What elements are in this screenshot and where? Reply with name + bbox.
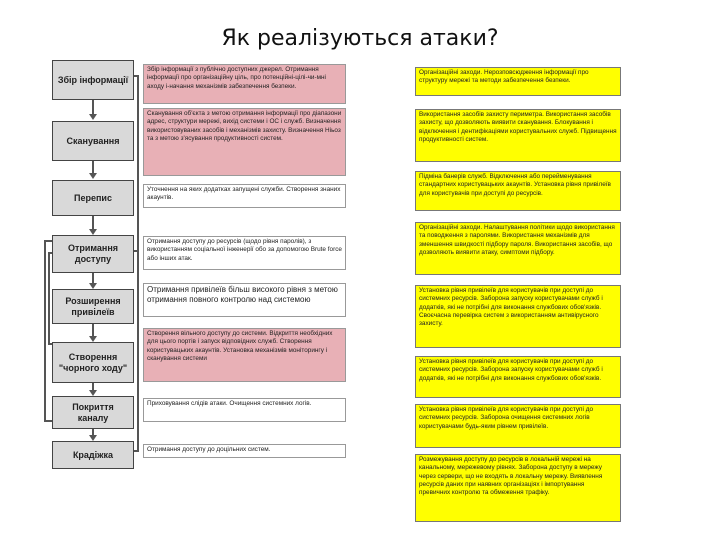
- stage-information-gathering: Збір інформації: [52, 60, 134, 100]
- countermeasure-enumeration: Підміна банерів служб. Відключення або п…: [415, 171, 621, 211]
- stage-gaining-access: Отримання доступу: [52, 235, 134, 273]
- feedback-line: [134, 450, 139, 452]
- feedback-line: [134, 250, 138, 252]
- arrow-down-icon: [89, 283, 97, 289]
- description-privilege-escalation: Отримання привілеїв більш високого рівня…: [143, 283, 346, 317]
- loop-line: [48, 252, 50, 344]
- connector-line: [92, 382, 94, 391]
- countermeasure-scanning: Використання засобів захисту периметра. …: [415, 109, 621, 162]
- stage-covering-tracks: Покриття каналу: [52, 396, 134, 429]
- stage-enumeration: Перепис: [52, 180, 134, 216]
- stage-privilege-escalation: Розширення привілеїв: [52, 289, 134, 324]
- stage-scanning: Сканування: [52, 121, 134, 161]
- countermeasure-backdoor-creation: Установка рівня привілеїв для користувач…: [415, 356, 621, 398]
- arrow-down-icon: [89, 336, 97, 342]
- countermeasure-information-gathering: Організаційні заходи. Нерозповсюдження і…: [415, 67, 621, 96]
- feedback-line: [137, 75, 139, 450]
- loop-line: [44, 240, 52, 242]
- connector-line: [92, 160, 94, 174]
- arrow-down-icon: [89, 390, 97, 396]
- countermeasure-covering-tracks: Установка рівня привілеїв для користувач…: [415, 404, 621, 448]
- connector-line: [92, 323, 94, 337]
- connector-line: [92, 215, 94, 230]
- description-information-gathering: Збір інформації з публічно доступних дже…: [143, 64, 346, 104]
- loop-line: [48, 252, 52, 254]
- countermeasure-gaining-access: Організаційні заходи. Налаштування політ…: [415, 222, 621, 275]
- description-gaining-access: Отримання доступу до ресурсів (щодо рівн…: [143, 236, 346, 270]
- connector-line: [92, 99, 94, 115]
- countermeasure-privilege-escalation: Установка рівня привілеїв для користувач…: [415, 285, 621, 348]
- loop-line: [48, 343, 52, 345]
- description-theft: Отримання доступу до доцільних систем.: [143, 444, 346, 458]
- stage-backdoor-creation: Створення "чорного ходу": [52, 342, 134, 383]
- description-covering-tracks: Приховування слідів атаки. Очищення сист…: [143, 398, 346, 422]
- arrow-down-icon: [89, 435, 97, 441]
- loop-line: [44, 240, 46, 422]
- description-enumeration: Уточнення на яких додатках запущені служ…: [143, 184, 346, 208]
- arrow-down-icon: [89, 173, 97, 179]
- countermeasure-theft: Розмежування доступу до ресурсів в локал…: [415, 454, 621, 522]
- loop-line: [44, 420, 52, 422]
- description-scanning: Сканування об'єкта з метою отримання інф…: [143, 108, 346, 176]
- page-title: Як реалізуються атаки?: [221, 26, 499, 51]
- connector-line: [92, 428, 94, 436]
- feedback-line: [134, 75, 138, 77]
- description-backdoor-creation: Створення вільного доступу до системи. В…: [143, 328, 346, 382]
- stage-theft: Крадіжка: [52, 441, 134, 469]
- arrow-down-icon: [89, 229, 97, 235]
- arrow-down-icon: [89, 114, 97, 120]
- connector-line: [92, 272, 94, 284]
